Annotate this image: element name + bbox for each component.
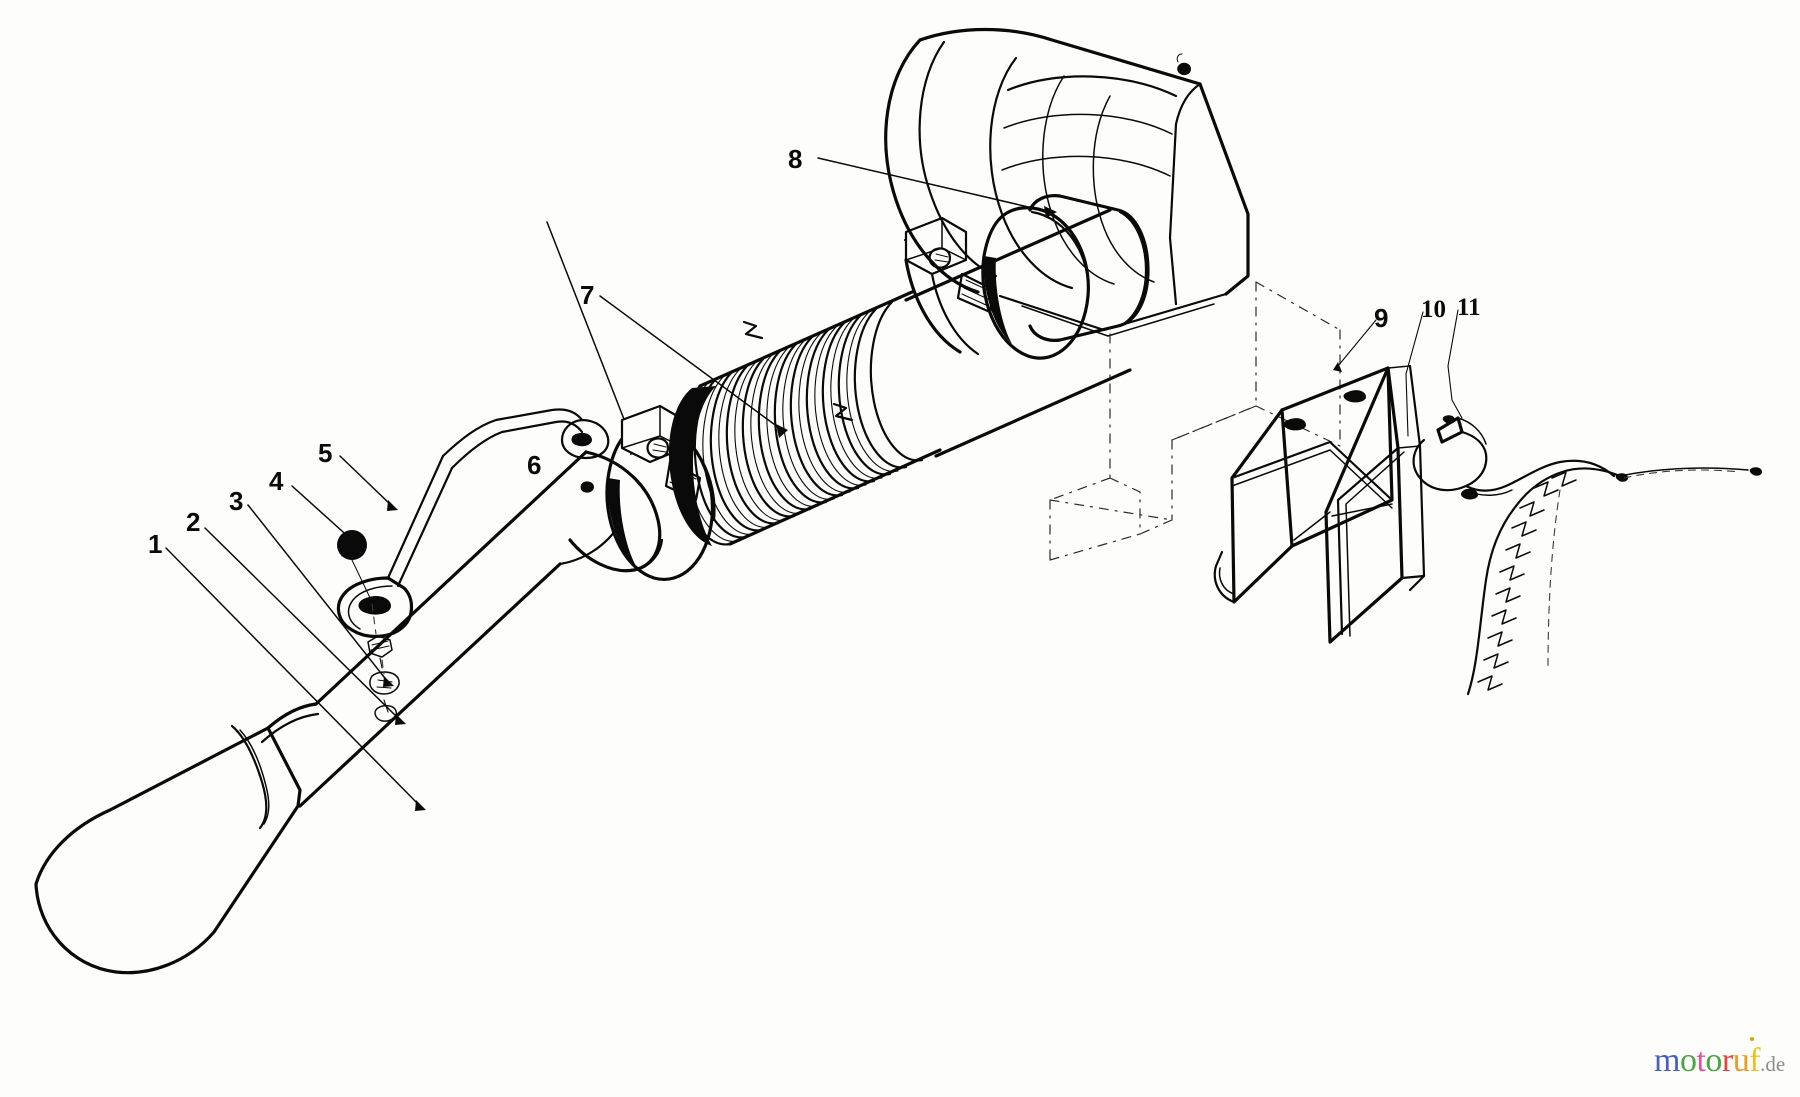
wm-dot-accent	[1750, 1037, 1754, 1041]
wm-letter-o1: o	[1679, 1042, 1697, 1079]
callout-1[interactable]: 1	[148, 529, 163, 559]
discharge-nozzle-tube	[34, 450, 664, 975]
fastener-stack	[337, 530, 400, 722]
mount-frame-phantom	[1049, 281, 1341, 561]
deflector-shield	[1213, 364, 1426, 644]
leader-lines-right	[1333, 309, 1463, 437]
callout-6[interactable]: 6	[527, 450, 542, 480]
wm-letter-o2: o	[1705, 1042, 1722, 1079]
callout-7[interactable]: 7	[580, 280, 595, 310]
hose-clamp-upper	[904, 206, 1090, 360]
hose-clamp-lower	[605, 404, 716, 581]
blower-housing-outlet	[884, 27, 1341, 561]
callout-4[interactable]: 4	[269, 466, 284, 496]
deflector-rod-clip	[1412, 415, 1628, 500]
hex-nut	[367, 635, 393, 669]
wm-letter-t: t	[1696, 1042, 1706, 1079]
callout-9[interactable]: 9	[1374, 303, 1389, 333]
upper-tube	[904, 208, 1132, 458]
callout-2[interactable]: 2	[186, 507, 201, 537]
callout-3[interactable]: 3	[229, 486, 244, 516]
callout-11[interactable]: 11	[1457, 294, 1481, 321]
wm-letter-f: f	[1749, 1042, 1761, 1079]
callout-5[interactable]: 5	[318, 438, 333, 468]
wm-suffix-de: .de	[1760, 1052, 1786, 1076]
callout-10[interactable]: 10	[1421, 296, 1446, 323]
callout-8[interactable]: 8	[788, 144, 803, 174]
motoruf-watermark: motoruf.de	[1654, 1037, 1786, 1079]
lock-washer	[369, 671, 400, 722]
turf-edge	[1466, 467, 1762, 696]
handle-bracket	[336, 408, 610, 638]
leader-line-8	[817, 157, 1057, 218]
wm-letter-m: m	[1654, 1042, 1680, 1079]
flexible-hose	[668, 290, 942, 546]
wm-letter-u: u	[1732, 1042, 1750, 1079]
wm-letter-r: r	[1721, 1042, 1733, 1079]
leader-lines-left	[165, 455, 421, 807]
